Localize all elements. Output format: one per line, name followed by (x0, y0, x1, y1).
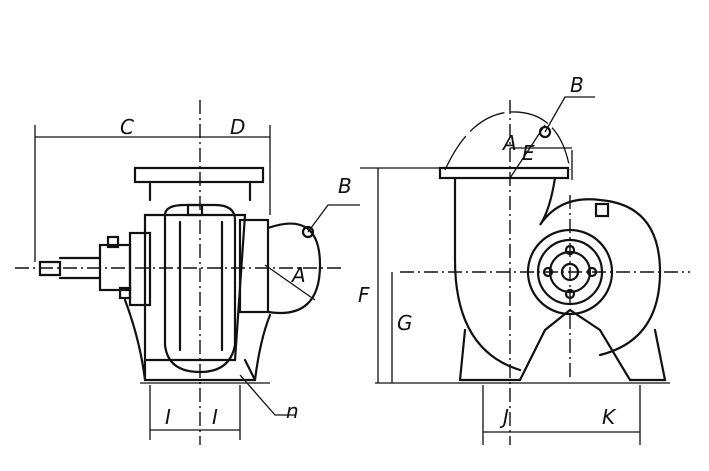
inner-lines (178, 220, 224, 352)
gauge-point-b (301, 225, 315, 239)
label-k: K (602, 405, 617, 429)
side-flange (238, 218, 270, 314)
bolt (564, 244, 576, 256)
shaft-end (560, 262, 580, 282)
top-flange (133, 166, 265, 184)
drain-plug (118, 286, 132, 300)
label-b: B (338, 174, 352, 198)
leader-n (239, 374, 295, 416)
bearing-bracket (128, 231, 152, 307)
base (123, 298, 272, 382)
label-j: J (499, 405, 509, 429)
volute-outline (266, 222, 322, 315)
vent-plug (186, 203, 204, 217)
bearing-cover-inner (548, 250, 592, 294)
oil-cup (106, 235, 120, 249)
gauge-point-b (538, 125, 552, 139)
bearing-cover-outer (526, 228, 614, 316)
neck (148, 180, 252, 202)
label-a: A (501, 131, 517, 155)
front-view: B A E F G J K (358, 73, 690, 445)
label-e: E (522, 141, 535, 165)
bolt (564, 288, 576, 300)
shaft-coupling (38, 256, 102, 280)
label-n: n (286, 399, 299, 423)
leader-b (307, 204, 360, 233)
volute-casing (453, 176, 662, 372)
bolt (586, 266, 598, 278)
casing (143, 213, 247, 362)
label-i-left: I (165, 405, 171, 429)
side-view: C D B A I I n (15, 100, 360, 445)
angle-line (509, 124, 546, 179)
label-c: C (120, 115, 134, 139)
base-support (458, 308, 667, 382)
bolt (542, 266, 554, 278)
label-g: G (397, 311, 413, 335)
angle-line (264, 264, 316, 301)
label-d: D (230, 115, 245, 139)
label-a: A (290, 263, 306, 287)
top-flange (438, 166, 570, 180)
bearing-cover-ring (536, 238, 604, 306)
label-f: F (358, 283, 370, 307)
vent-plug (594, 202, 610, 218)
leader-b (544, 96, 595, 133)
impeller-housing (163, 203, 237, 374)
bearing-housing (98, 243, 132, 292)
discharge-arc (444, 111, 571, 171)
label-i-right: I (212, 405, 218, 429)
label-b: B (570, 73, 584, 97)
